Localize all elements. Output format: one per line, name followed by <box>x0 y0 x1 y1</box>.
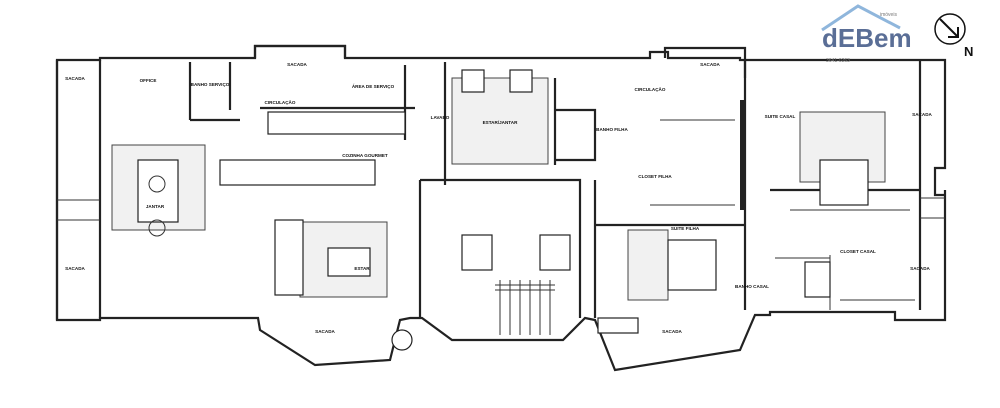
north-arrow: N <box>934 13 973 59</box>
armchair <box>461 69 485 93</box>
room-label-suite-casal: SUITE CASAL <box>765 114 796 119</box>
room-label-sacada-se: SACADA <box>910 266 930 271</box>
bathtub <box>804 261 831 298</box>
house-roof-icon <box>821 4 901 32</box>
dining-table <box>137 159 179 223</box>
chandelier-icon <box>148 219 166 237</box>
kitchen-counter <box>267 111 406 135</box>
room-label-banho-filha: BANHO FILHA <box>596 127 628 132</box>
room-label-office: OFFICE <box>140 78 157 83</box>
logo-phone: 3641-0263 <box>826 58 850 64</box>
room-label-area-servico: ÁREA DE SERVIÇO <box>352 83 395 89</box>
room-label-circulacao-2: CIRCULAÇÃO <box>635 86 666 92</box>
bed-casal <box>819 159 869 206</box>
elevator <box>539 234 571 271</box>
room-labels: SACADA OFFICE BANHO SERVIÇO SACADA ÁREA … <box>65 62 932 334</box>
room-label-banho-casal: BANHO CASAL <box>735 284 769 289</box>
room-label-suite-filha: SUITE FILHA <box>671 226 700 231</box>
room-label-jantar: JANTAR <box>146 204 165 209</box>
room-label-sacada-s2: SACADA <box>662 329 682 334</box>
logo-sub: imóveis <box>880 12 897 18</box>
arrow-icon <box>939 18 959 38</box>
logo-text: dEBem <box>822 23 912 53</box>
room-label-sacada-n1: SACADA <box>287 62 307 67</box>
room-label-closet-casal: CLOSET CASAL <box>840 249 876 254</box>
bench <box>597 317 639 334</box>
north-label: N <box>964 44 973 59</box>
room-label-banho-servico: BANHO SERVIÇO <box>191 82 230 87</box>
armchair <box>509 69 533 93</box>
elevator <box>461 234 493 271</box>
room-label-sacada-ne: SACADA <box>912 112 932 117</box>
compass-icon <box>934 13 966 45</box>
room-label-sacada-sw: SACADA <box>65 266 85 271</box>
suite-filha-rug <box>627 229 669 301</box>
room-label-estar: ESTAR <box>354 266 370 271</box>
wardrobe-wall <box>740 100 746 210</box>
room-label-cozinha-gourmet: COZINHA GOURMET <box>342 153 388 158</box>
room-label-sacada-n2: SACADA <box>700 62 720 67</box>
room-label-sacada-nw: SACADA <box>65 76 85 81</box>
bistro-table <box>391 329 413 351</box>
room-label-circulacao-1: CIRCULAÇÃO <box>265 99 296 105</box>
room-label-closet-filha: CLOSET FILHA <box>638 174 672 179</box>
room-label-lavabo: LAVABO <box>431 115 450 120</box>
coffee-table <box>327 247 371 277</box>
logo: imóveis dEBem 3641-0263 <box>821 4 912 64</box>
kitchen-island <box>219 159 376 186</box>
room-label-sacada-s1: SACADA <box>315 329 335 334</box>
bed-filha <box>667 239 717 291</box>
sofa <box>274 219 304 296</box>
chandelier-icon <box>148 175 166 193</box>
room-label-estar-jantar: ESTAR/JANTAR <box>483 120 518 125</box>
stairs <box>495 280 555 335</box>
closet-rails <box>650 119 915 301</box>
